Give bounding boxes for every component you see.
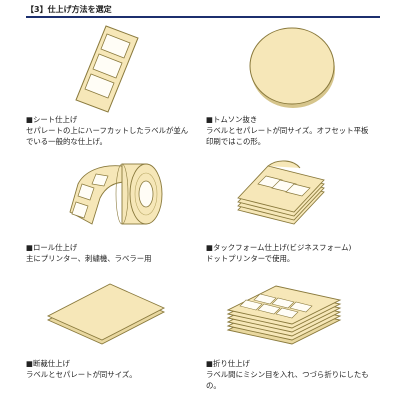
roll-finish-illustration — [69, 163, 163, 225]
sheet-finish-desc-line: でいる一般的な仕上げ。 — [26, 137, 107, 146]
cut-finish-illustration — [46, 283, 166, 345]
fold-finish-desc-line: の。 — [206, 381, 221, 390]
page-title: 【3】仕上げ方法を選定 — [26, 5, 112, 14]
die-cut-title: ■トムソン抜き — [206, 115, 258, 124]
fold-finish-title: ■折り仕上げ — [206, 359, 250, 368]
tack-form-desc-line: ドットプリンターで使用。 — [206, 254, 295, 263]
sheet-finish-desc-line: セパレートの上にハーフカットしたラベルが並ん — [26, 126, 189, 135]
die-cut-desc-line: ラベルとセパレートが同サイズ。オフセット平板 — [206, 126, 369, 135]
cut-finish-desc-line: ラベルとセパレートが同サイズ。 — [26, 370, 137, 379]
tack-form-caption: ■タックフォーム仕上げ(ビジネスフォーム) ドットプリンターで使用。 — [206, 242, 351, 264]
sheet-finish-illustration — [75, 25, 139, 113]
fold-finish-illustration — [226, 285, 342, 345]
sheet-finish-title: ■シート仕上げ — [26, 115, 78, 124]
die-cut-caption: ■トムソン抜き ラベルとセパレートが同サイズ。オフセット平板 印刷ではこの形。 — [206, 114, 368, 147]
die-cut-illustration — [249, 27, 335, 108]
fold-finish-desc-line: ラベル間にミシン目を入れ、つづら折りにしたも — [206, 370, 369, 379]
cut-finish-caption: ■断裁仕上げ ラベルとセパレートが同サイズ。 — [26, 358, 137, 380]
die-cut-desc-line: 印刷ではこの形。 — [206, 137, 266, 146]
title-divider — [26, 16, 380, 18]
tack-form-illustration — [237, 160, 325, 225]
roll-finish-caption: ■ロール仕上げ 主にプリンター、刺繍機、ラベラー用 — [26, 242, 152, 264]
fold-finish-caption: ■折り仕上げ ラベル間にミシン目を入れ、つづら折りにしたも の。 — [206, 358, 369, 391]
tack-form-title: ■タックフォーム仕上げ(ビジネスフォーム) — [206, 243, 352, 252]
cut-finish-title: ■断裁仕上げ — [26, 359, 70, 368]
sheet-finish-caption: ■シート仕上げ セパレートの上にハーフカットしたラベルが並ん でいる一般的な仕上… — [26, 114, 188, 147]
roll-finish-title: ■ロール仕上げ — [26, 243, 78, 252]
roll-finish-desc-line: 主にプリンター、刺繍機、ラベラー用 — [26, 254, 152, 263]
